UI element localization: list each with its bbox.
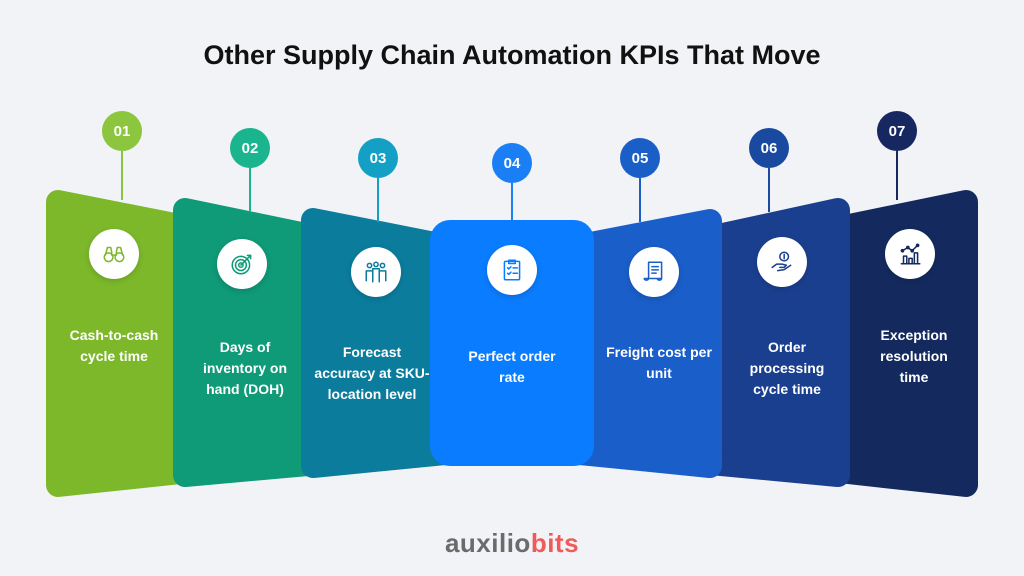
team-icon bbox=[351, 247, 401, 297]
step-number-badge: 03 bbox=[358, 138, 398, 178]
logo-part2: bits bbox=[530, 528, 580, 558]
step-number-badge: 04 bbox=[492, 143, 532, 183]
kpi-label: Freight cost per unit bbox=[606, 344, 712, 381]
kpi-label: Order processing cycle time bbox=[749, 339, 825, 397]
connector-line bbox=[639, 178, 641, 222]
logo-part1: auxilio bbox=[444, 528, 531, 558]
step-number-badge: 02 bbox=[230, 128, 270, 168]
binoculars-icon bbox=[89, 229, 139, 279]
step-number-badge: 06 bbox=[749, 128, 789, 168]
connector-line bbox=[768, 168, 770, 212]
kpi-label: Days of inventory on hand (DOH) bbox=[202, 339, 287, 397]
kpi-label: Forecast accuracy at SKU-location level bbox=[314, 344, 430, 402]
panel-04 bbox=[430, 220, 594, 466]
kpi-label: Cash-to-cash cycle time bbox=[69, 327, 159, 364]
page-title: Other Supply Chain Automation KPIs That … bbox=[203, 40, 821, 70]
step-number-badge: 01 bbox=[102, 111, 142, 151]
checklist-icon bbox=[487, 245, 537, 295]
kpi-label: Perfect order rate bbox=[468, 348, 556, 385]
connector-line bbox=[511, 183, 513, 220]
auxiliobits-logo: auxiliobits bbox=[0, 528, 1024, 559]
kpi-label: Exception resolution time bbox=[880, 327, 948, 385]
step-number-badge: 07 bbox=[877, 111, 917, 151]
connector-line bbox=[121, 151, 123, 200]
target-icon bbox=[217, 239, 267, 289]
connector-line bbox=[377, 178, 379, 222]
step-number-badge: 05 bbox=[620, 138, 660, 178]
receipt-scroll-icon bbox=[629, 247, 679, 297]
connector-line bbox=[249, 168, 251, 212]
connector-line bbox=[896, 151, 898, 200]
hand-coin-icon bbox=[757, 237, 807, 287]
bar-chart-icon bbox=[885, 229, 935, 279]
